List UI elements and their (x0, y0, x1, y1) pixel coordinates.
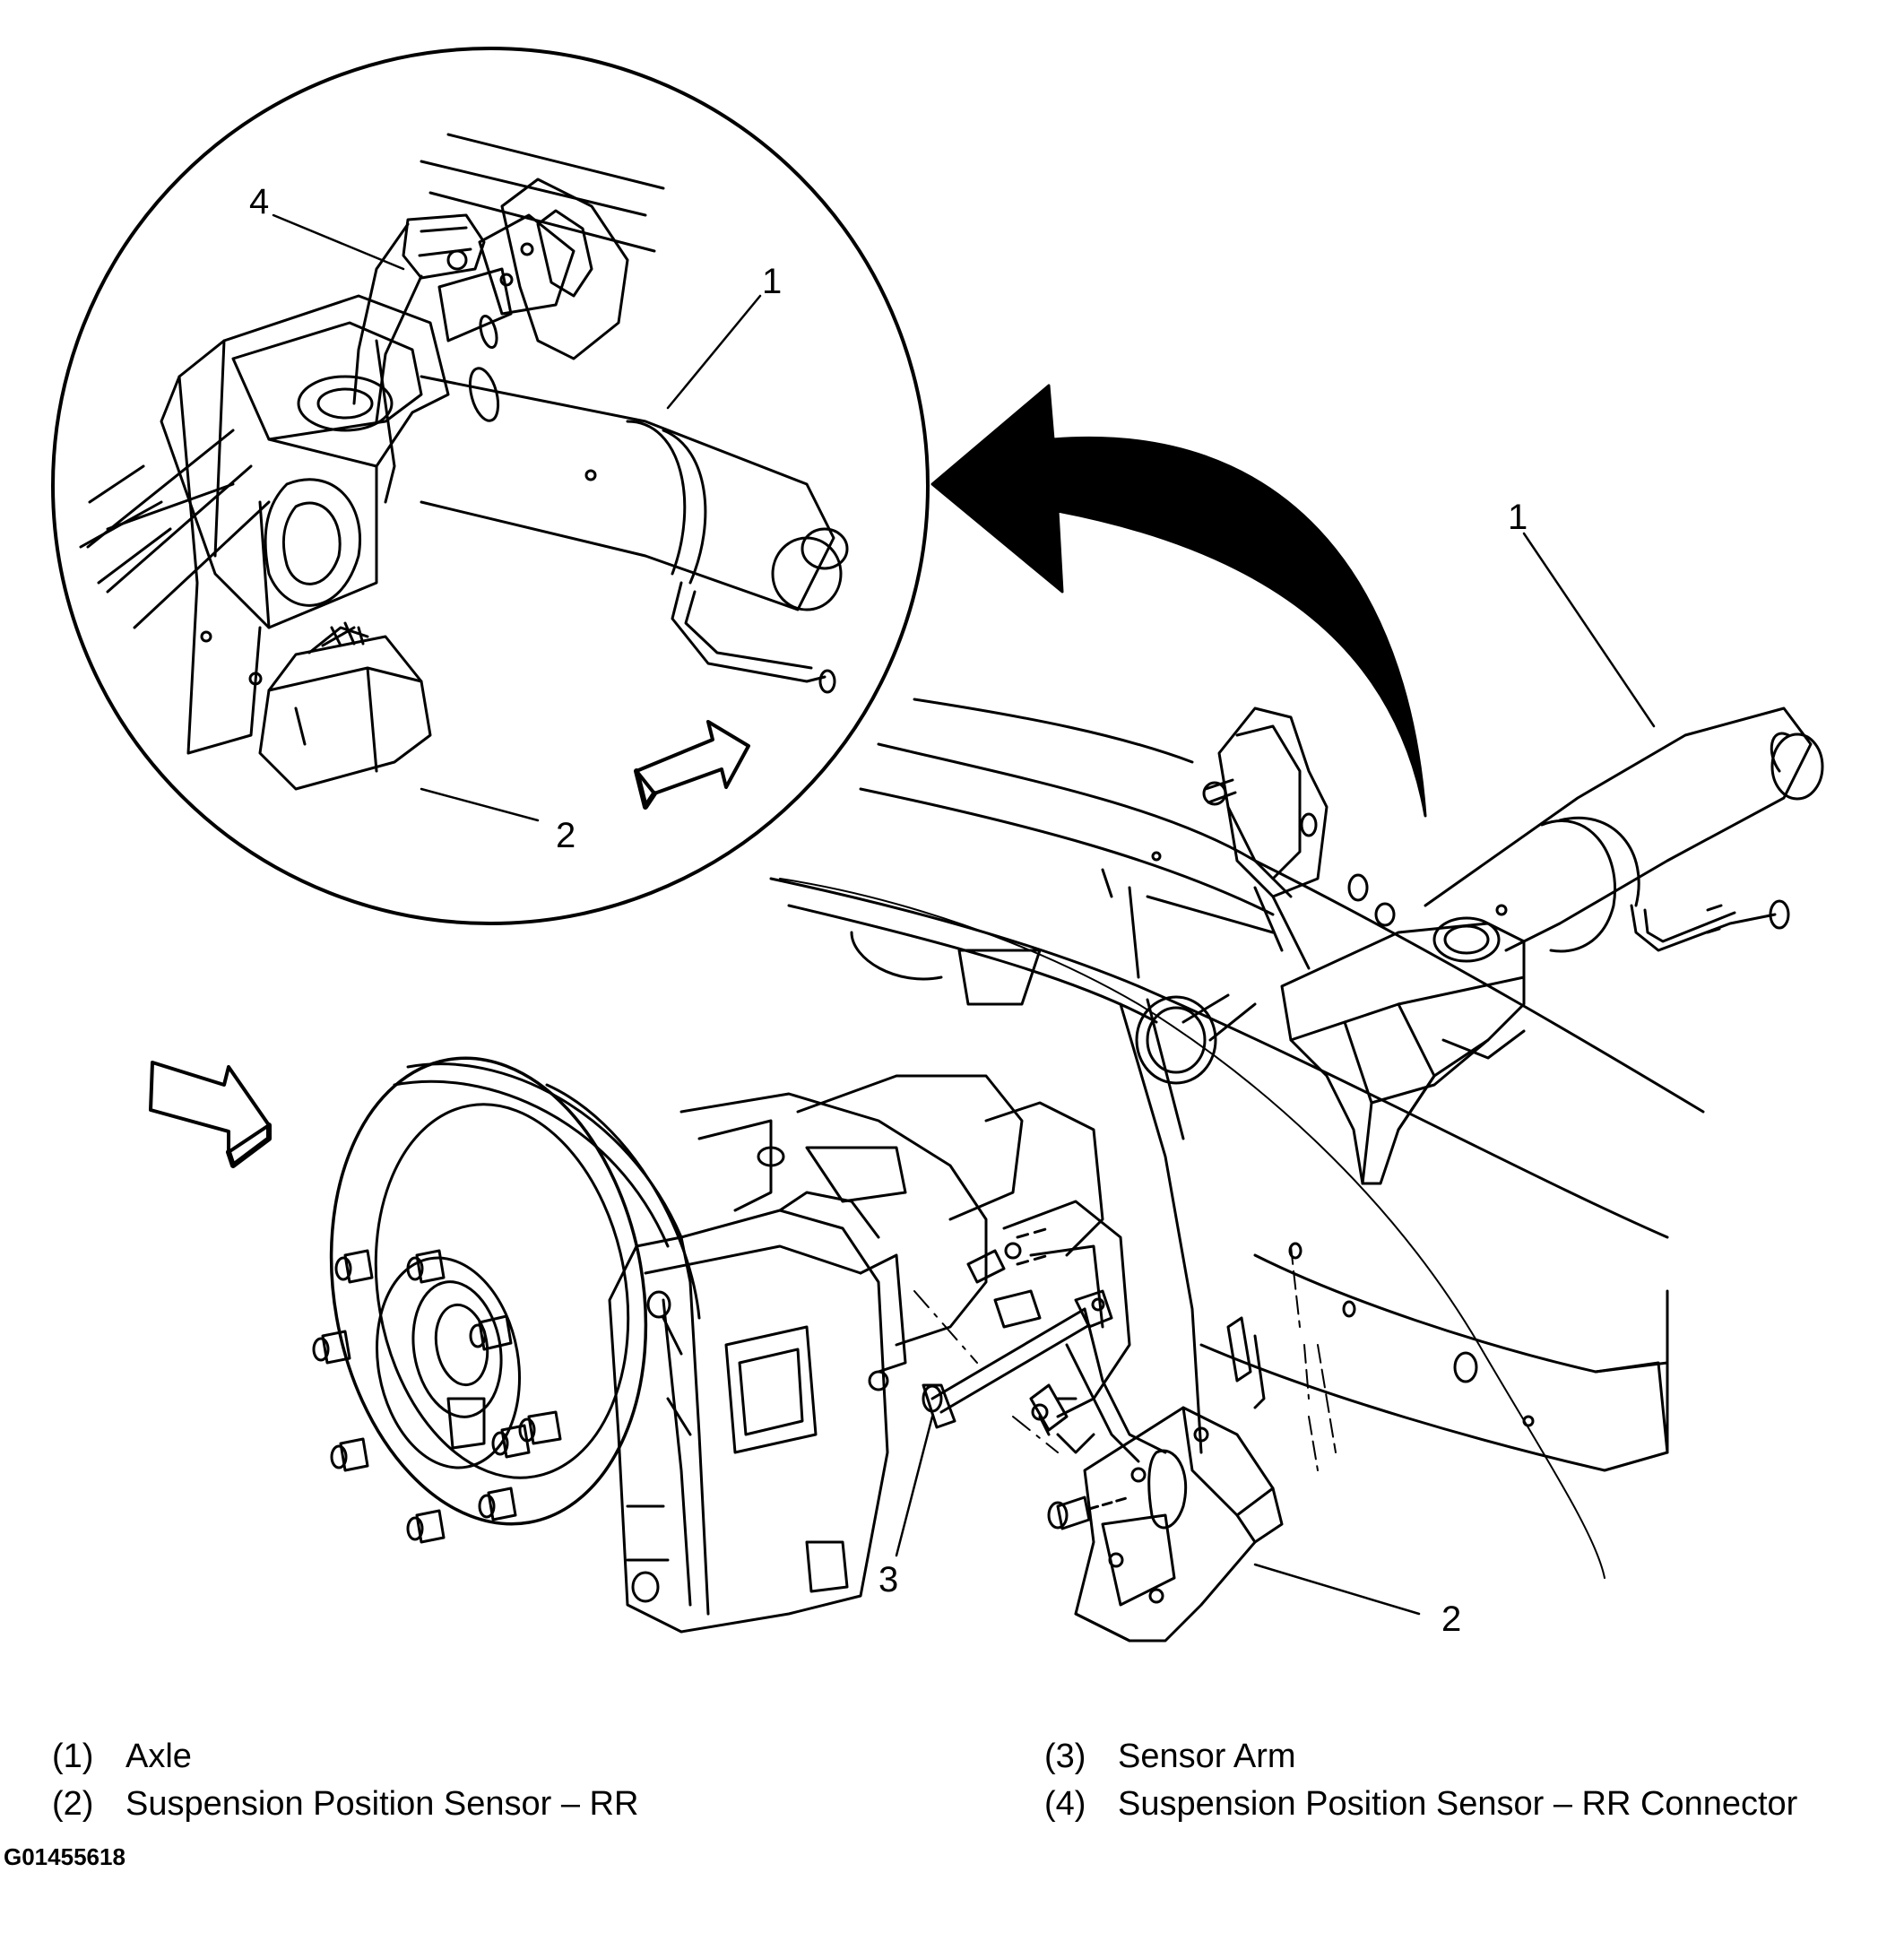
legend-label-1: Axle (125, 1738, 192, 1775)
legend-label-4: Suspension Position Sensor – RR Connecto… (1118, 1785, 1798, 1823)
figure-id: G01455618 (4, 1843, 125, 1870)
detail-connector (402, 213, 486, 280)
legend-item-3: (3) Sensor Arm (1044, 1739, 1296, 1773)
legend-num-1: (1) (52, 1738, 94, 1775)
leader-detail-4 (272, 213, 405, 271)
hub (375, 1256, 522, 1469)
leader-main-1 (1522, 532, 1656, 728)
callout-detail-2: 2 (556, 816, 576, 855)
main-axle-tube (1424, 706, 1813, 952)
detail-leaders (272, 213, 762, 822)
leader-main-2 (1253, 1563, 1421, 1616)
leader-main-3 (895, 1415, 934, 1557)
callout-main-2: 2 (1441, 1599, 1462, 1639)
legend-label-3: Sensor Arm (1118, 1738, 1296, 1775)
legend-num-2: (2) (52, 1785, 94, 1823)
legend-item-4: (4) Suspension Position Sensor – RR Conne… (1044, 1787, 1797, 1821)
detail-circle (51, 47, 930, 925)
callout-detail-4: 4 (249, 182, 270, 221)
callout-main-1: 1 (1508, 498, 1528, 537)
detail-sensor (258, 635, 432, 791)
main-direction-arrow-icon (149, 1061, 271, 1154)
detail-spring-seat (160, 294, 450, 629)
legend-item-1: (1) Axle (52, 1739, 192, 1773)
wheel-studs (312, 1249, 562, 1544)
leader-detail-1 (666, 294, 762, 410)
main-sensor (1074, 1406, 1284, 1643)
suspension-sensor-illustration (51, 47, 1824, 1643)
view-transition-arrow-icon (930, 384, 1427, 818)
callout-main-3: 3 (878, 1560, 899, 1599)
detail-direction-arrow-icon (635, 720, 750, 795)
main-view (312, 698, 1824, 1643)
legend-num-4: (4) (1044, 1785, 1086, 1823)
detail-axle-tube (420, 375, 835, 611)
leader-detail-2 (420, 787, 540, 822)
sensor-arm (930, 1307, 1091, 1414)
legend-num-3: (3) (1044, 1738, 1086, 1775)
legend-item-2: (2) Suspension Position Sensor – RR (52, 1787, 638, 1821)
callout-detail-1: 1 (762, 262, 783, 301)
main-leaders (895, 532, 1656, 1616)
brake-rotor (329, 1056, 648, 1526)
detail-view (51, 47, 930, 925)
legend-label-2: Suspension Position Sensor – RR (125, 1785, 639, 1823)
